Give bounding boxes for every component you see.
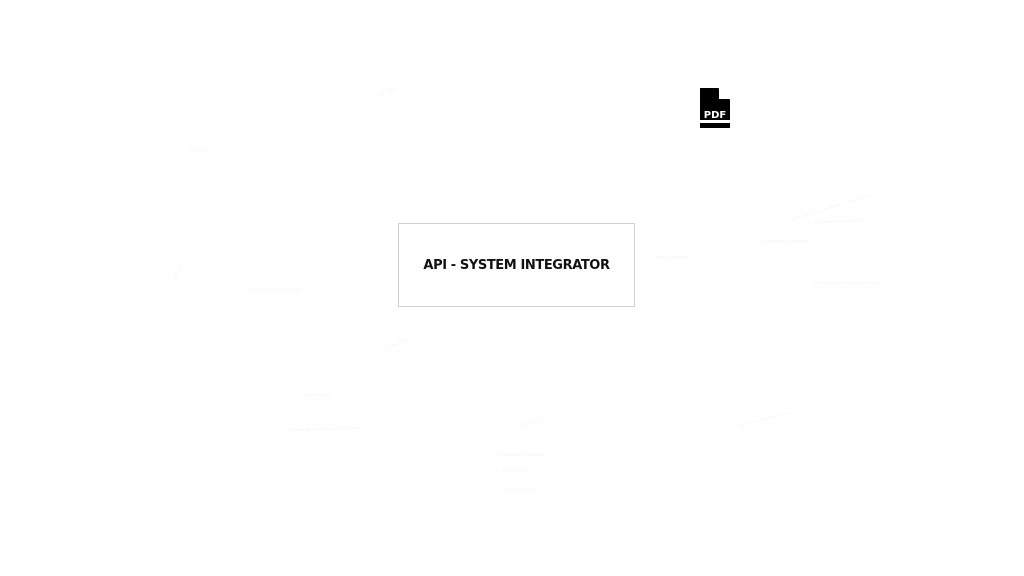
pdf-bottom-bar [700,123,730,128]
connector-line [519,419,546,426]
connector-line [384,339,406,351]
pdf-label: PDF [704,110,726,121]
connector-line [789,194,871,221]
connector-line [739,409,801,426]
connector-line [174,264,181,281]
connector-line [284,427,361,431]
pdf-folded-corner-edge [718,88,730,100]
node-label: API - SYSTEM INTEGRATOR [423,257,610,273]
pdf-file-icon[interactable]: PDF [700,88,730,130]
connector-line [814,219,869,223]
api-system-integrator-node[interactable]: API - SYSTEM INTEGRATOR [398,223,635,307]
connector-line [379,87,396,96]
